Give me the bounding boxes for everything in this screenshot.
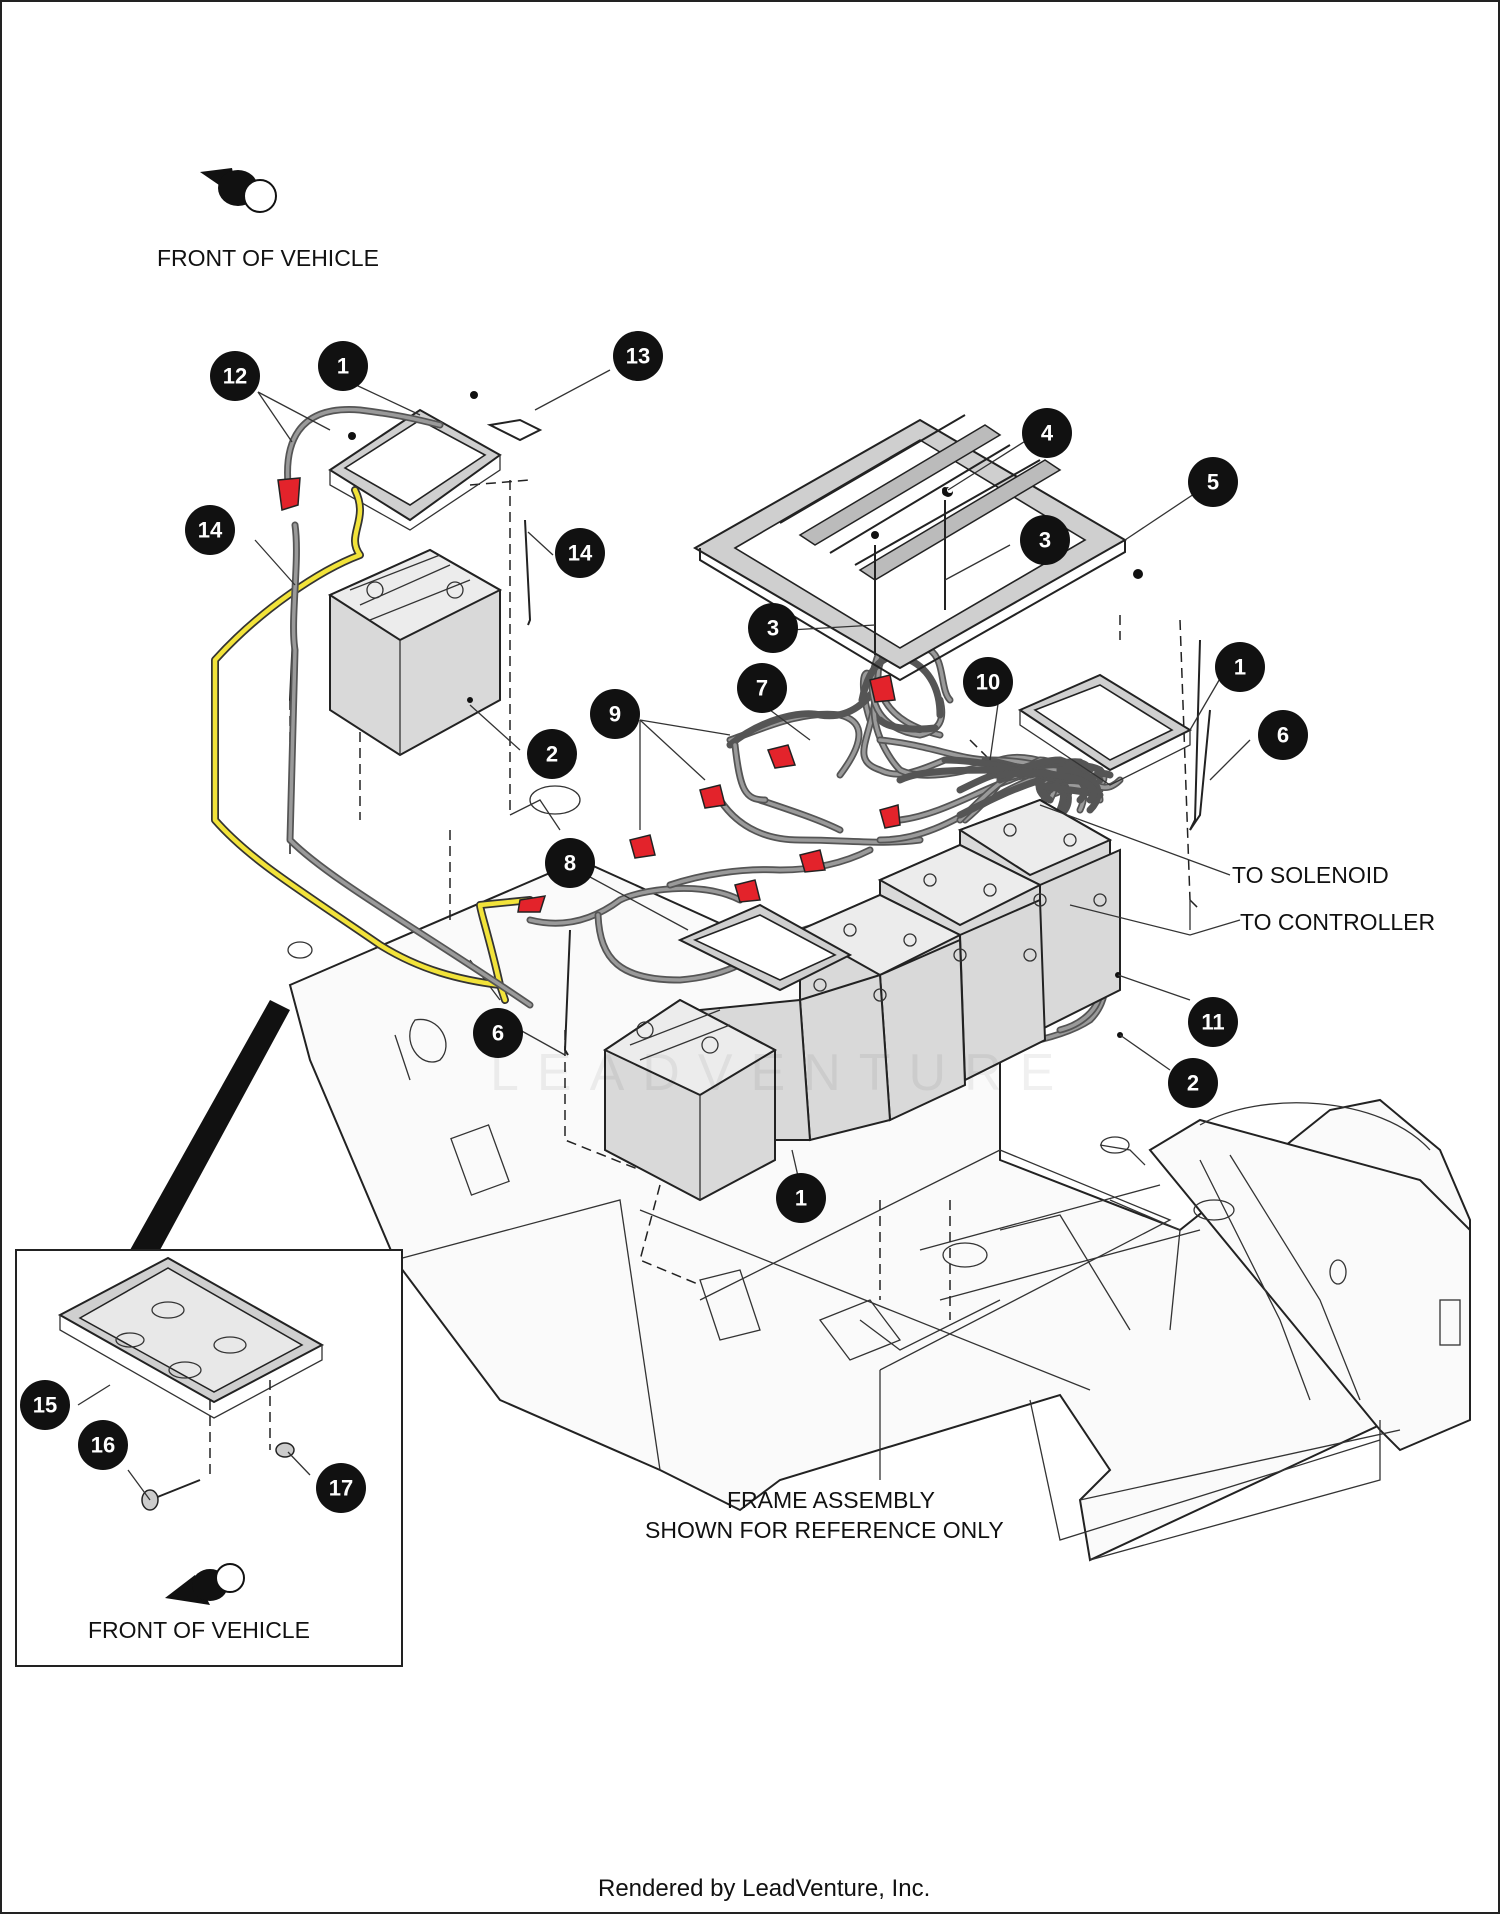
svg-text:5: 5 [1207, 470, 1219, 495]
callout-3: 3 [748, 603, 798, 653]
callout-16: 16 [78, 1420, 128, 1470]
front-arrow-icon [200, 168, 277, 213]
svg-text:6: 6 [1277, 723, 1289, 748]
callout-8: 8 [545, 838, 595, 888]
callout-12: 12 [210, 351, 260, 401]
callout-11: 11 [1188, 997, 1238, 1047]
svg-text:2: 2 [1187, 1071, 1199, 1096]
callout-14: 14 [185, 505, 235, 555]
svg-text:1: 1 [1234, 655, 1246, 680]
to-controller-label: TO CONTROLLER [1240, 909, 1435, 935]
svg-text:17: 17 [329, 1476, 353, 1501]
front-of-vehicle-inset-label: FRONT OF VEHICLE [88, 1617, 310, 1643]
svg-text:9: 9 [609, 702, 621, 727]
battery-cables [284, 406, 1124, 1052]
footer-credit: Rendered by LeadVenture, Inc. [598, 1875, 930, 1902]
svg-text:8: 8 [564, 851, 576, 876]
callout-6: 6 [473, 1008, 523, 1058]
watermark: LEADVENTURE [490, 1044, 1072, 1102]
callout-2: 2 [1168, 1058, 1218, 1108]
svg-text:1: 1 [795, 1186, 807, 1211]
svg-text:4: 4 [1041, 421, 1054, 446]
callout-1: 1 [1215, 642, 1265, 692]
svg-text:1: 1 [337, 354, 349, 379]
battery-front-left [602, 998, 778, 1202]
frame-reference-label: SHOWN FOR REFERENCE ONLY [645, 1517, 1004, 1543]
svg-text:11: 11 [1201, 1010, 1224, 1035]
callout-10: 10 [963, 657, 1013, 707]
svg-text:10: 10 [976, 670, 1000, 695]
svg-text:14: 14 [198, 518, 223, 543]
svg-text:7: 7 [756, 676, 768, 701]
callout-3: 3 [1020, 515, 1070, 565]
leader-lines [254, 369, 1251, 1186]
callout-7: 7 [737, 663, 787, 713]
battery-hold-down-frame [692, 414, 1143, 682]
callout-2: 2 [527, 729, 577, 779]
callout-5: 5 [1188, 457, 1238, 507]
front-arrow-inset-icon [165, 1563, 245, 1605]
frame-assembly-label: FRAME ASSEMBLY [727, 1487, 935, 1513]
front-of-vehicle-label: FRONT OF VEHICLE [157, 245, 379, 271]
svg-text:3: 3 [767, 616, 779, 641]
callout-13: 13 [613, 331, 663, 381]
svg-text:12: 12 [223, 364, 247, 389]
callout-1: 1 [318, 341, 368, 391]
battery-tray-top-left [328, 391, 543, 531]
callout-9: 9 [590, 689, 640, 739]
ground-cable-yellow [211, 486, 534, 1004]
battery-single [327, 548, 503, 757]
to-solenoid-label: TO SOLENOID [1232, 862, 1389, 888]
callout-6: 6 [1258, 710, 1308, 760]
callout-15: 15 [20, 1380, 70, 1430]
svg-text:15: 15 [33, 1393, 57, 1418]
svg-text:3: 3 [1039, 528, 1051, 553]
svg-text:16: 16 [91, 1433, 115, 1458]
callout-17: 17 [316, 1463, 366, 1513]
svg-text:13: 13 [626, 344, 650, 369]
svg-text:6: 6 [492, 1021, 504, 1046]
terminal-boots [277, 477, 901, 913]
hold-down-bolts [874, 487, 953, 655]
rod-6-right [1189, 709, 1211, 831]
svg-text:14: 14 [568, 541, 593, 566]
callout-1: 1 [776, 1173, 826, 1223]
svg-text:2: 2 [546, 742, 558, 767]
callout-14: 14 [555, 528, 605, 578]
callout-4: 4 [1022, 408, 1072, 458]
